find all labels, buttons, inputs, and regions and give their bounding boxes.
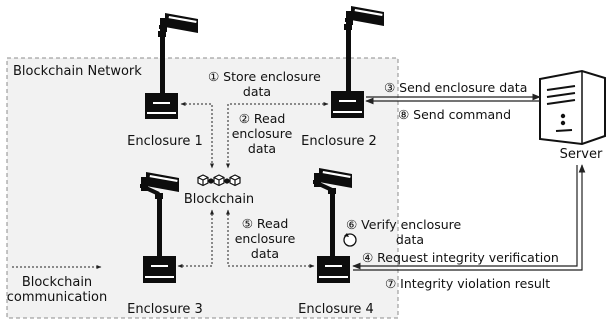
enclosure-2-label: Enclosure 2	[301, 134, 377, 149]
enclosure-4	[313, 168, 352, 283]
enclosure-box-icon	[143, 256, 176, 283]
arrow-integrity-result	[353, 164, 586, 271]
blockchain-links	[177, 102, 329, 268]
enclosure-box-icon	[145, 93, 178, 119]
blockchain-label: Blockchain	[184, 192, 254, 207]
enclosure-1-label: Enclosure 1	[127, 134, 203, 149]
step-4-label: ④ Request integrity verification	[362, 250, 559, 265]
camera-icon	[159, 13, 198, 33]
enclosure-2	[331, 6, 384, 118]
step-1-line2: data	[243, 84, 271, 99]
enclosure-3-label: Enclosure 3	[127, 302, 203, 317]
step-6-line2: data	[396, 232, 424, 247]
arrow-request-verification	[352, 165, 578, 270]
step-2-line3: data	[248, 141, 276, 156]
step-7-label: ⑦ Integrity violation result	[385, 276, 550, 291]
step-5-line2: enclosure	[235, 231, 296, 246]
step-8-label: ⑧ Send command	[398, 107, 511, 122]
enclosure-box-icon	[317, 256, 350, 283]
verify-loop-icon	[343, 233, 357, 247]
enclosure-box-icon	[331, 91, 364, 118]
step-1-line1: ① Store enclosure	[208, 69, 321, 84]
step-2-line1: ② Read	[239, 111, 286, 126]
step-3-label: ③ Send enclosure data	[384, 80, 527, 95]
network-title: Blockchain Network	[13, 64, 142, 79]
enclosure-1	[145, 13, 198, 119]
enclosure-3	[140, 172, 179, 283]
enclosure-4-label: Enclosure 4	[298, 302, 374, 317]
step-2-line2: enclosure	[232, 126, 293, 141]
camera-icon	[345, 6, 384, 26]
step-5-line3: data	[251, 246, 279, 261]
legend-line1: Blockchain	[22, 275, 92, 290]
server-label: Server	[560, 147, 603, 162]
step-5-line1: ⑤ Read	[242, 216, 289, 231]
legend-line2: communication	[7, 290, 108, 305]
blockchain-cubes-icon	[197, 174, 241, 187]
step-6-line1: ⑥ Verify enclosure	[346, 217, 462, 232]
server-icon	[539, 69, 606, 146]
